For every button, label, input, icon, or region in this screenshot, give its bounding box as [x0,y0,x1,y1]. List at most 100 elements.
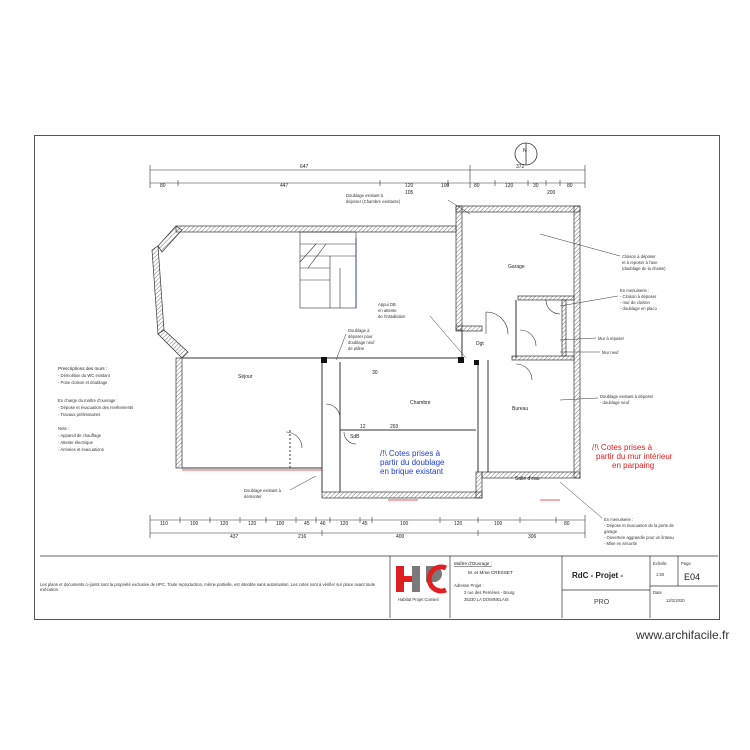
callout-left3-1: Note : [58,426,69,431]
dim-bot2-3: 400 [396,534,405,540]
red-note-line2: partir du mur intérieur [596,452,673,461]
page-label: Page [681,561,691,566]
dim-bot-12: 100 [494,521,503,527]
dim-total: 647 [300,164,309,170]
dim-top-8: 80 [567,183,573,189]
callout-left2-1: En charge du maître d'ouvrage : [58,398,118,403]
sheet-subtitle: PRO [594,599,610,606]
blue-note-line1: /!\ Cotes prises à [380,449,441,458]
dim-top-4: 100 [441,183,450,189]
posts [321,357,479,365]
callout-left-1: - Démolition du WC existant [58,373,111,378]
logo-subtitle: Habitat Projet Conseil [398,597,439,602]
callout-mid2-2: déposer pour [348,334,373,339]
dim-top-10: 200 [547,190,556,196]
callout-left3-2: - Appareil de chauffage [58,433,102,438]
dim-bot-1: 110 [160,521,168,527]
adresse-line2: 35330 LA DOMINELAIS [464,597,509,602]
callout-right4: Mur neuf [602,350,619,355]
dim-bot2-2: 216 [298,534,307,540]
callout-right6-3: - Ouverture aggrandie pour un linteau [604,535,675,540]
callout-right6-1: - Dépose et évacuation de la porte de [604,523,675,528]
callout-left2-3: - Travaux préliminaires [58,412,100,417]
red-note-line1: /!\ Cotes prises à [592,443,653,452]
callout-right2-2: - mur de cloison [620,300,650,305]
callout-right5-2: - doublage neuf [600,400,630,405]
watermark: www.archifacile.fr [636,628,730,642]
adresse-label: Adresse Projet : [454,583,484,588]
dim-bot-9: 45 [362,521,368,527]
dim-bot-8: 120 [340,521,349,527]
callout-right5-1: Doublage existant à déposer [600,394,654,399]
callout-left-title: Prescriptions des murs : [58,366,107,371]
dim-bot2-1: 437 [230,534,239,540]
north-label: N [523,148,527,154]
dim-bot-4: 120 [248,521,257,527]
date-value: 12/2/2020 [666,598,685,603]
dim-top-1: 80 [160,183,166,189]
date-label: Date [653,590,663,595]
adresse-line1: 2 rue des Perrières - Bourg [464,590,515,595]
callout-bottom-2: démonter [244,494,262,499]
callout-mid2-3: doublage neuf [348,340,375,345]
callout-right1-2: et à reposer à l'axe [622,260,658,265]
callout-mid1-1: Appui DB [378,302,396,307]
room-sdb: SdB [350,434,360,440]
dim-top-6: 120 [505,183,514,189]
callout-top-1: Doublage existant à [346,193,384,198]
callout-right2-1: - Cloison à déposer [620,294,657,299]
north-arrow-icon: N [514,142,538,166]
echelle-value: 1:50 [656,572,665,577]
dim-bot-10: 100 [400,521,409,527]
blue-note-line3: en brique existant [380,467,444,476]
room-bureau: Bureau [512,406,528,412]
room-chambre: Chambre [410,400,431,406]
callout-mid2-4: de plâtre [348,346,365,351]
room-sejour: Séjour [238,374,253,380]
dim-bot-13: 80 [564,521,570,527]
bottom-dimension-chain [149,515,586,538]
walls [151,205,581,499]
drawing-sheet [34,135,720,620]
callout-mid1-3: de l'installation [378,314,406,319]
dim-right-total: 372 [516,164,525,170]
room-garage: Garage [508,264,525,270]
staircase [299,231,357,309]
legal-note: Les plans et documents ci-joints sont la… [40,582,375,592]
callout-mid2-1: Doublage à [348,328,370,333]
callout-left3-3: - Attente électrique [58,440,94,445]
dim-bot-11: 120 [454,521,463,527]
dim-top-9: 105 [405,190,414,196]
maitre-label: Maître d'Ouvrage : [454,561,492,566]
blue-note-line2: partir du doublage [380,458,445,467]
page-value: E04 [684,572,700,582]
inner-dim-2: 30 [372,370,378,376]
room-salle-eau: Salle d'eau [515,476,540,482]
dim-bot-3: 120 [220,521,229,527]
top-dimension-chain [149,165,586,188]
callout-mid1-2: en attente [378,308,397,313]
inner-dim-1: 293 [390,424,399,430]
hpc-logo: Habitat Projet Conseil [396,564,447,602]
callout-left-2: - Pose cloison et doublage [58,380,108,385]
dim-bot2-4: 306 [528,534,537,540]
callout-right1-1: Cloison à déposer [622,254,656,259]
doors [285,299,561,449]
callout-right2-3: - doublage en placo [620,306,657,311]
echelle-label: Echelle [653,561,667,566]
callout-left3-4: - Arrivées et évacuations [58,447,104,452]
dim-top-3: 120 [405,183,414,189]
dim-bot-2: 100 [190,521,199,527]
dim-bot-5: 100 [276,521,285,527]
sheet-title: RdC - Projet - [572,571,623,580]
callout-left2-2: - Dépose et évacuation des revêtements [58,405,133,410]
callout-right3: Mur à reposer [598,336,625,341]
dim-top-2: 447 [280,183,289,189]
callout-leaders [289,199,621,519]
red-note-line3: en parpaing [612,461,654,470]
callout-right6-title: En menuiserie : [604,517,633,522]
red-marks [182,469,560,501]
callout-right2-title: En menuiserie : [620,288,649,293]
dim-bot-6: 45 [304,521,310,527]
